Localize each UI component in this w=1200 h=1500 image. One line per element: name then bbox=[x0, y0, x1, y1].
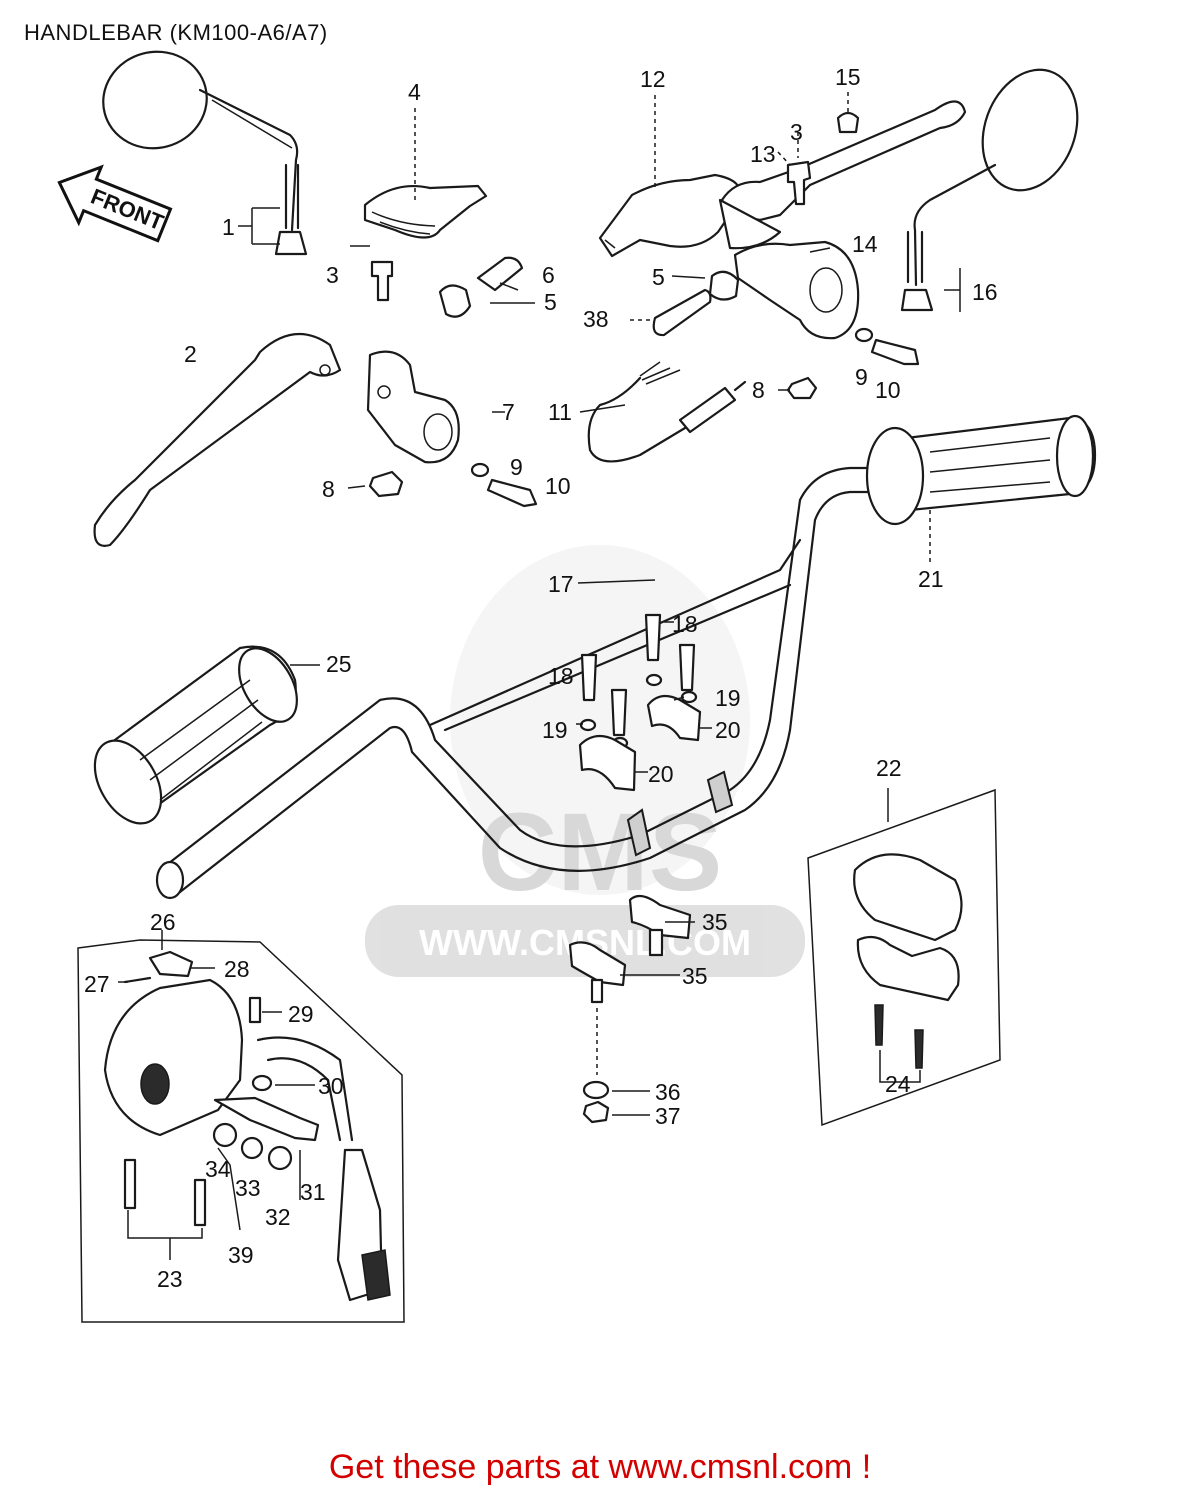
nut-8-right bbox=[786, 376, 818, 400]
clutch-lever-left bbox=[93, 333, 342, 547]
mirror-left bbox=[102, 50, 308, 256]
callout-30: 30 bbox=[318, 1073, 344, 1099]
front-arrow-icon: FRONT bbox=[57, 164, 173, 243]
callout-10-left: 10 bbox=[545, 473, 571, 499]
washer-9-right bbox=[854, 327, 874, 343]
bolt-10-right bbox=[870, 338, 920, 366]
left-switch-housing bbox=[77, 939, 405, 1323]
callout-28: 28 bbox=[224, 956, 250, 982]
callout-34: 34 bbox=[205, 1156, 231, 1182]
callout-38: 38 bbox=[583, 306, 609, 332]
callout-10-right: 10 bbox=[875, 377, 901, 403]
callout-36: 36 bbox=[655, 1079, 681, 1105]
callout-35-lower: 35 bbox=[682, 963, 708, 989]
washer-9-left bbox=[470, 462, 490, 478]
callout-18-left: 18 bbox=[548, 663, 574, 689]
callout-3-left: 3 bbox=[326, 262, 339, 288]
watermark-logo: CMS bbox=[478, 791, 722, 914]
clamp-assembly bbox=[578, 613, 702, 792]
callout-7: 7 bbox=[502, 399, 515, 425]
lever-holder-right bbox=[733, 240, 860, 340]
callout-1: 1 bbox=[222, 214, 235, 240]
callout-6: 6 bbox=[542, 262, 555, 288]
grip-right bbox=[865, 414, 1097, 526]
adjuster-38 bbox=[652, 288, 712, 337]
callout-8-right: 8 bbox=[752, 377, 765, 403]
cap-15 bbox=[836, 111, 860, 134]
grip-left bbox=[93, 645, 298, 825]
callout-20-left: 20 bbox=[648, 761, 674, 787]
bolt-3-left bbox=[370, 260, 394, 302]
callout-19-right: 19 bbox=[715, 685, 741, 711]
callout-26: 26 bbox=[150, 909, 176, 935]
leader-lines bbox=[118, 92, 961, 1260]
callout-39: 39 bbox=[228, 1242, 254, 1268]
diagram-title: HANDLEBAR (KM100-A6/A7) bbox=[24, 20, 328, 45]
callout-25: 25 bbox=[326, 651, 352, 677]
bolt-10-left bbox=[486, 478, 538, 508]
bolt-13 bbox=[786, 160, 812, 206]
callout-9-left: 9 bbox=[510, 454, 523, 480]
lever-cover-left bbox=[363, 184, 488, 239]
callout-16: 16 bbox=[972, 279, 998, 305]
footer-link-text[interactable]: Get these parts at www.cmsnl.com ! bbox=[328, 1448, 872, 1486]
callout-17: 17 bbox=[548, 571, 574, 597]
callout-13: 13 bbox=[750, 141, 776, 167]
callout-33: 33 bbox=[235, 1175, 261, 1201]
callout-19-left: 19 bbox=[542, 717, 568, 743]
callout-9-right: 9 bbox=[855, 364, 868, 390]
callout-20-right: 20 bbox=[715, 717, 741, 743]
lever-holder-left bbox=[366, 350, 460, 464]
callout-4: 4 bbox=[408, 79, 421, 105]
mirror-right bbox=[900, 68, 1079, 312]
callout-32: 32 bbox=[265, 1204, 291, 1230]
callout-22: 22 bbox=[876, 755, 902, 781]
callout-15: 15 bbox=[835, 64, 861, 90]
callout-23: 23 bbox=[157, 1266, 183, 1292]
callout-8-left: 8 bbox=[322, 476, 335, 502]
handlebar bbox=[155, 466, 882, 900]
lower-clamp-assembly bbox=[568, 894, 692, 1124]
locknut-5-right bbox=[708, 270, 740, 301]
brake-switch-cable bbox=[587, 361, 747, 463]
right-switch-housing bbox=[807, 788, 1001, 1127]
callout-3-right: 3 bbox=[790, 119, 803, 145]
callout-37: 37 bbox=[655, 1103, 681, 1129]
callout-21: 21 bbox=[918, 566, 944, 592]
callout-35-upper: 35 bbox=[702, 909, 728, 935]
callout-11: 11 bbox=[548, 399, 572, 425]
locknut-5-left bbox=[438, 284, 472, 318]
callout-31: 31 bbox=[300, 1179, 326, 1205]
callout-18-right: 18 bbox=[672, 611, 698, 637]
brake-lever-right bbox=[718, 100, 967, 250]
nut-8-left bbox=[368, 470, 404, 498]
callout-12: 12 bbox=[640, 66, 666, 92]
callout-24: 24 bbox=[885, 1071, 911, 1097]
adjuster-6-left bbox=[476, 256, 524, 292]
callout-14: 14 bbox=[852, 231, 878, 257]
callout-labels: 1 2 3 3 4 5 5 6 7 8 8 9 9 10 10 11 12 13… bbox=[84, 64, 998, 1292]
callout-2: 2 bbox=[184, 341, 197, 367]
callout-29: 29 bbox=[288, 1001, 314, 1027]
callout-5-left: 5 bbox=[544, 289, 557, 315]
lever-cover-right bbox=[598, 173, 742, 258]
callout-5-right: 5 bbox=[652, 264, 665, 290]
callout-27: 27 bbox=[84, 971, 110, 997]
